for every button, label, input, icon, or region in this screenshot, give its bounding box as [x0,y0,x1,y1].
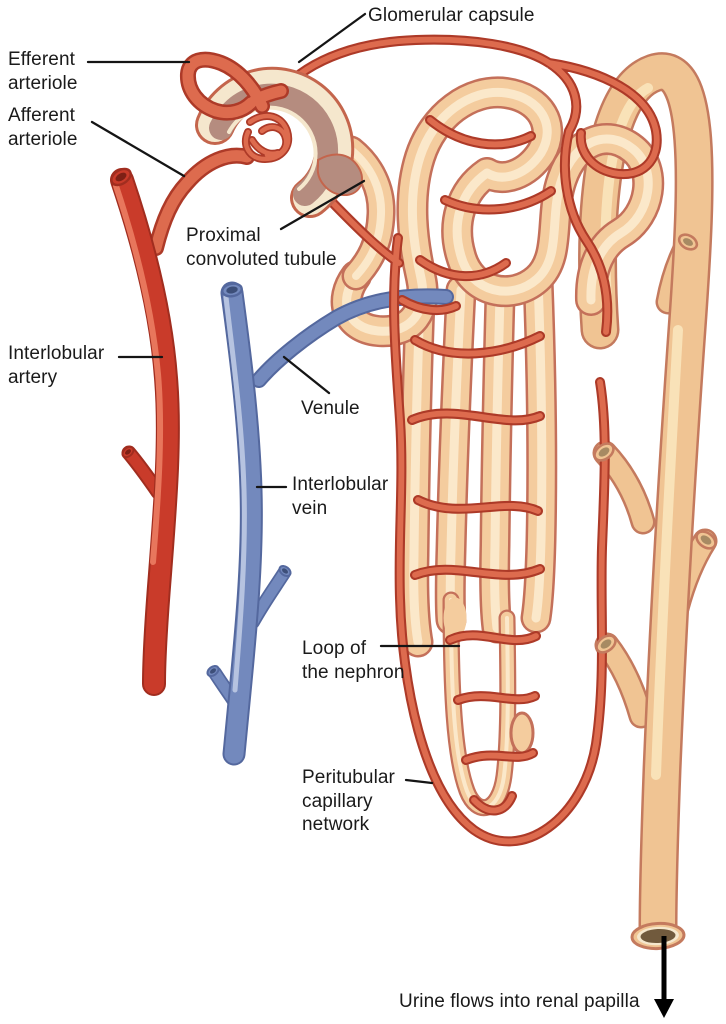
label-afferent-arteriole: Afferent arteriole [8,105,78,150]
vein-open-tip [221,282,243,298]
vein-branch-tip [278,564,292,578]
artery-branch-tip [121,445,135,459]
collecting-duct-openings [593,233,717,951]
label-proximal-convoluted-tubule: Proximal convoluted tubule [186,225,337,270]
glomerulus-and-capsule [156,60,363,248]
label-loop-of-the-nephron: Loop of the nephron [302,638,405,683]
label-peritubular-capillary-network: Peritubular capillary network [302,767,395,836]
label-urine-flow: Urine flows into renal papilla [399,991,640,1012]
label-glomerular-capsule: Glomerular capsule [368,5,535,26]
label-interlobular-artery: Interlobular artery [8,343,105,388]
label-interlobular-vein: Interlobular vein [292,474,389,519]
leader-lines [86,12,461,785]
capsule-funnel [316,153,363,197]
interlobular-vein-vessel [206,282,292,754]
vein-branch-tip [206,664,220,678]
label-venule: Venule [301,398,360,419]
urine-flow-arrow [654,936,674,1018]
loop-of-nephron-tube [445,599,535,808]
interlobular-artery-vessel [108,167,167,684]
label-efferent-arteriole: Efferent arteriole [8,49,78,94]
artery-open-tip [110,167,132,187]
duct-mouth [630,921,686,951]
glomerulus-tuft [246,116,288,159]
nephron-tubules [347,92,649,807]
